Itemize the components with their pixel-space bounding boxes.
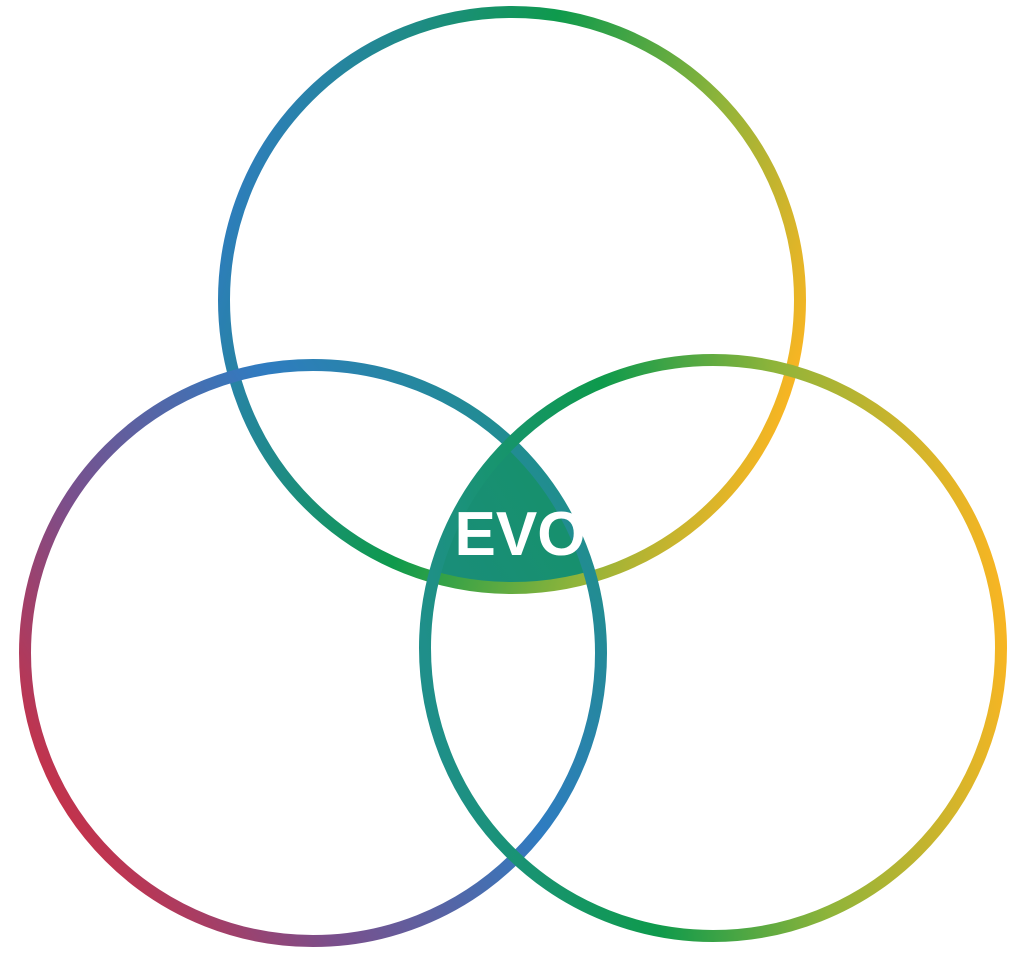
venn-circle-top bbox=[218, 6, 806, 594]
venn-circle-right bbox=[419, 354, 1007, 942]
center-label: EVO bbox=[455, 500, 586, 569]
venn-circle-left bbox=[19, 359, 607, 947]
